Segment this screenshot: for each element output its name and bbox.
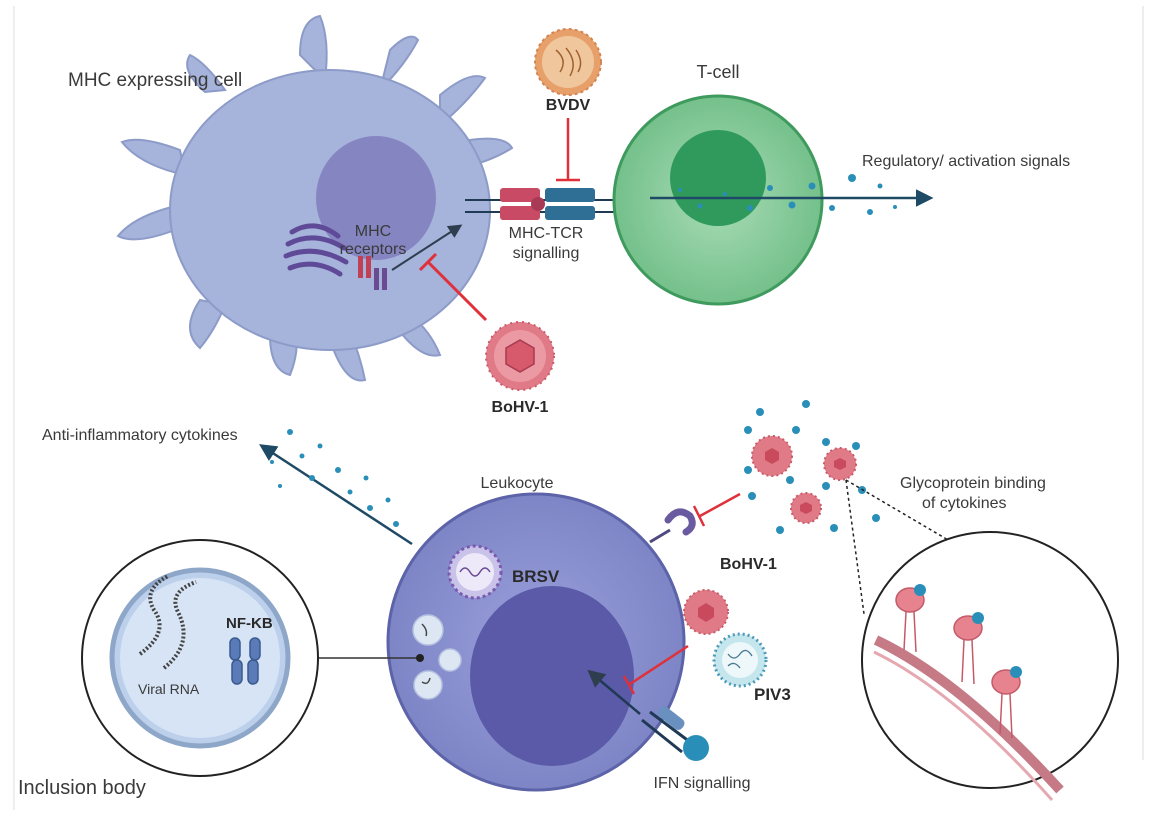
- glycoprotein-label-2: of cytokines: [922, 495, 1006, 512]
- inclusion-body-zoom-circle: [81, 539, 319, 777]
- t-cell: [612, 94, 824, 306]
- anti-inflammatory-arrow: [259, 444, 413, 546]
- golgi-apparatus: [283, 223, 349, 277]
- regulatory-label: Regulatory/ activation signals: [862, 153, 1070, 170]
- viral-rna-label: Viral RNA: [138, 681, 200, 697]
- glycoprotein-label-1: Glycoprotein binding: [900, 475, 1046, 492]
- anti-inflammatory-label: Anti-inflammatory cytokines: [42, 427, 238, 444]
- ifn-inhibition-line: [629, 644, 689, 686]
- mhc-cell-label: MHC expressing cell: [68, 70, 242, 91]
- bohv1-inhibition-line: [426, 260, 488, 322]
- bohv1-cytokine-cluster: [744, 400, 880, 534]
- glycoprotein-zoom-circle: [861, 531, 1119, 801]
- bohv1-receptor-inhibition: [699, 492, 741, 518]
- mhc-tcr-label-2: signalling: [513, 245, 580, 262]
- t-cell-label: T-cell: [696, 62, 739, 82]
- bohv1-small-virus-icon: [683, 589, 729, 635]
- zoom-line-upper: [845, 479, 1007, 575]
- cytokine-particles-left: [270, 429, 399, 527]
- mhc-receptors-label-1: MHC: [355, 223, 391, 240]
- bvdv-label: BVDV: [546, 97, 591, 114]
- bvdv-virus-icon: [534, 28, 602, 96]
- bohv1-bottom-label: BoHV-1: [720, 556, 777, 573]
- leukocyte-label: Leukocyte: [481, 475, 554, 492]
- leukocyte: [386, 492, 686, 792]
- ifn-signalling-arrow: [587, 669, 641, 715]
- receptor-transport-arrow: [391, 224, 463, 271]
- bohv1-inhibition-bar: [418, 252, 438, 272]
- nfkb-label: NF-KB: [226, 615, 273, 632]
- mhc-receptors-label-2: receptors: [340, 241, 407, 258]
- mhc-tcr-label-1: MHC-TCR: [509, 225, 584, 242]
- ifn-receptor-icon: [641, 706, 709, 761]
- brsv-label: BRSV: [512, 567, 560, 586]
- brsv-virus-icon: [447, 544, 503, 600]
- signal-particles: [678, 174, 897, 215]
- mhc-receptor-icon: [358, 256, 387, 290]
- ifn-inhibition-bar: [622, 675, 636, 695]
- bohv1-receptor-inhibition-bar: [692, 505, 706, 527]
- piv3-label: PIV3: [754, 685, 791, 704]
- leukocyte-receptor-icon: [649, 508, 696, 544]
- inclusion-body-label: Inclusion body: [18, 777, 146, 799]
- bohv1-top-label: BoHV-1: [492, 399, 549, 416]
- ifn-label: IFN signalling: [654, 775, 751, 792]
- mhc-expressing-cell: [116, 14, 514, 382]
- zoom-line-lower: [845, 479, 865, 615]
- bohv1-virus-icon: [485, 321, 555, 391]
- piv3-virus-icon: [712, 632, 768, 688]
- inclusion-zoom-dot: [416, 654, 424, 662]
